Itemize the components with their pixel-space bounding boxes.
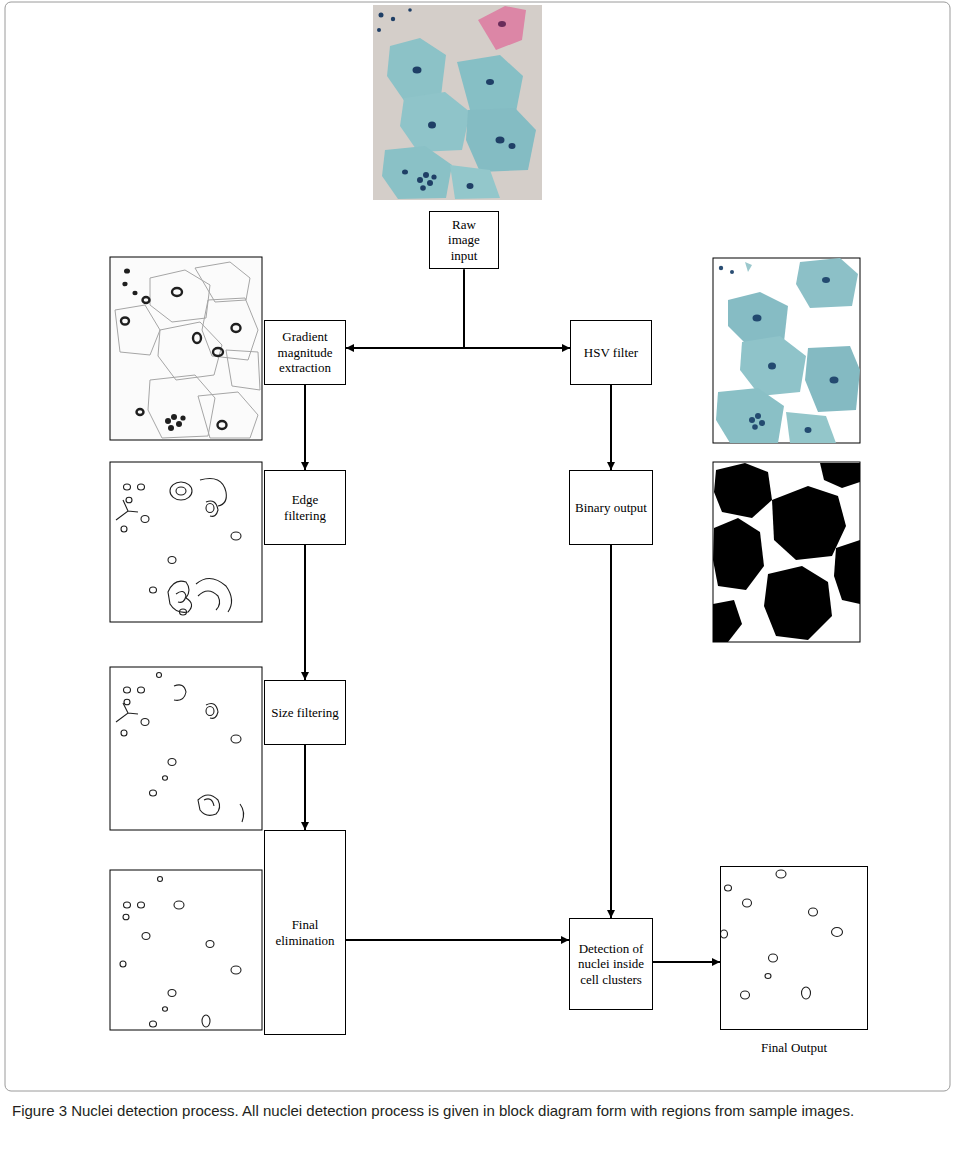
process-box: Gradient magnitude extraction <box>264 320 346 385</box>
figure-caption: Figure 3 Nuclei detection process. All n… <box>12 1100 944 1122</box>
box-label: Binary output <box>575 500 647 516</box>
box-label: Final elimination <box>270 917 340 948</box>
flow-arrow <box>610 385 612 470</box>
box-label: Edge filtering <box>270 492 340 523</box>
box-label: Raw image input <box>435 217 493 264</box>
process-box: Detection of nuclei inside cell clusters <box>569 918 653 1010</box>
box-label: Size filtering <box>271 705 339 721</box>
box-label: Detection of nuclei inside cell clusters <box>575 941 647 988</box>
process-box: Binary output <box>569 470 653 545</box>
process-box: Raw image input <box>429 211 499 270</box>
process-box: Size filtering <box>264 680 346 745</box>
eliminated-image <box>110 870 262 1030</box>
process-box: Final elimination <box>264 830 346 1035</box>
box-label: HSV filter <box>584 345 638 361</box>
output-image-frame: Final Output <box>720 866 868 1030</box>
binary-image <box>713 462 860 642</box>
flow-arrow <box>304 545 306 680</box>
image-caption: Final Output <box>701 1040 887 1056</box>
process-box: HSV filter <box>570 320 652 385</box>
box-label: Gradient magnitude extraction <box>270 329 340 376</box>
hsv-image <box>713 258 860 443</box>
output-nuclei <box>721 870 843 999</box>
size-filtered-image <box>110 667 262 830</box>
edge-image <box>110 462 262 622</box>
process-box: Edge filtering <box>264 470 346 545</box>
flow-arrow <box>304 385 306 470</box>
flow-arrow <box>346 939 569 941</box>
gradient-image <box>110 257 262 440</box>
flow-arrow <box>304 745 306 830</box>
flow-arrow <box>610 545 612 918</box>
raw-photo <box>373 5 542 200</box>
flow-arrow <box>346 269 464 348</box>
flow-arrow <box>464 269 570 348</box>
flow-arrow <box>653 961 720 963</box>
figure-frame <box>5 2 950 1091</box>
